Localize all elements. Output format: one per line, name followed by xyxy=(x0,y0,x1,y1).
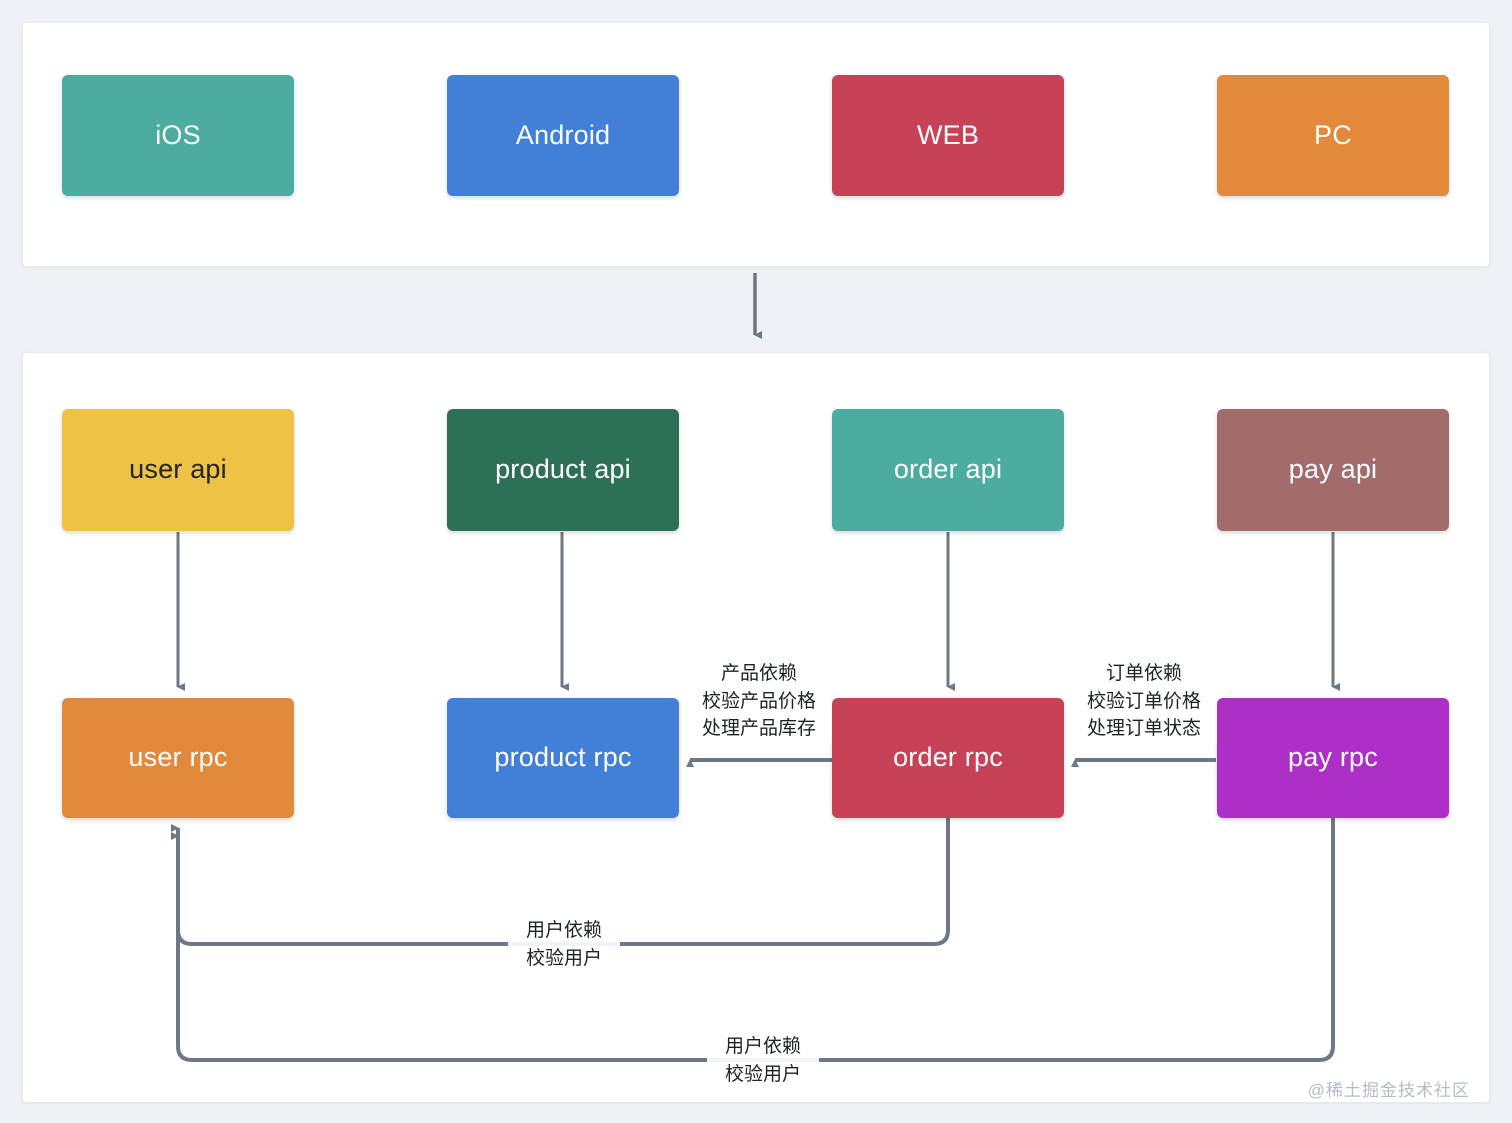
client-node-web-label: WEB xyxy=(916,119,980,150)
edge-label-product-dependency: 产品依赖 校验产品价格 处理产品库存 xyxy=(686,660,832,743)
api-node-order-api-label: order api xyxy=(893,454,1003,485)
rpc-node-product-rpc[interactable]: product rpc xyxy=(447,698,679,818)
api-node-user-api-label: user api xyxy=(129,454,227,485)
rpc-node-pay-rpc-label: pay rpc xyxy=(1288,742,1378,773)
rpc-node-user-rpc[interactable]: user rpc xyxy=(62,698,294,818)
client-node-ios-label: iOS xyxy=(155,119,201,150)
rpc-node-product-rpc-label: product rpc xyxy=(494,742,632,773)
api-node-product-api[interactable]: product api xyxy=(447,409,679,531)
api-node-pay-api-label: pay api xyxy=(1288,454,1378,485)
api-node-pay-api[interactable]: pay api xyxy=(1217,409,1449,531)
client-node-web[interactable]: WEB xyxy=(832,75,1064,196)
edge-label-order-dependency: 订单依赖 校验订单价格 处理订单状态 xyxy=(1071,660,1217,743)
client-node-pc-label: PC xyxy=(1314,119,1352,150)
api-node-product-api-label: product api xyxy=(495,454,631,485)
client-node-android[interactable]: Android xyxy=(447,75,679,196)
rpc-node-order-rpc[interactable]: order rpc xyxy=(832,698,1064,818)
client-node-android-label: Android xyxy=(515,119,611,150)
api-node-user-api[interactable]: user api xyxy=(62,409,294,531)
rpc-node-order-rpc-label: order rpc xyxy=(893,742,1003,773)
edge-label-user-dependency-from-order: 用户依赖 校验用户 xyxy=(508,917,620,973)
rpc-node-pay-rpc[interactable]: pay rpc xyxy=(1217,698,1449,818)
api-node-order-api[interactable]: order api xyxy=(832,409,1064,531)
edge-label-user-dependency-from-pay: 用户依赖 校验用户 xyxy=(707,1033,819,1089)
watermark: @稀土掘金技术社区 xyxy=(1307,1081,1470,1100)
rpc-node-user-rpc-label: user rpc xyxy=(128,742,228,773)
client-node-pc[interactable]: PC xyxy=(1217,75,1449,196)
client-node-ios[interactable]: iOS xyxy=(62,75,294,196)
